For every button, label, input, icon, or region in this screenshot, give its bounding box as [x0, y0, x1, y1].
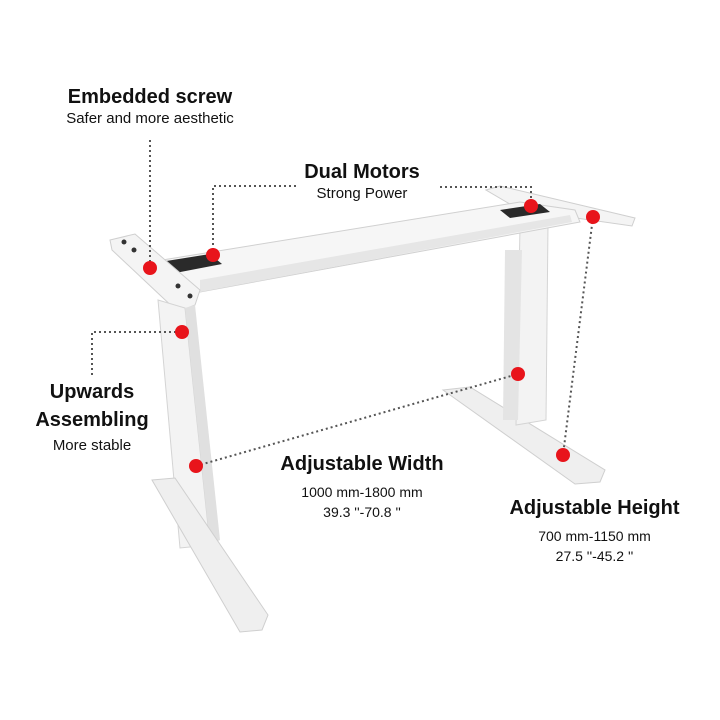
- upwards-assembling-title-1: Upwards: [49, 381, 135, 403]
- leader-adjustable-height: [562, 216, 594, 456]
- marker-width-left: [189, 459, 203, 473]
- adjustable-height-range-mm: 700 mm-1150 mm: [538, 528, 651, 544]
- embedded-screw-title: Embedded screw: [67, 86, 233, 108]
- marker-upwards-assembling: [175, 325, 189, 339]
- leader-adjustable-width: [195, 373, 519, 467]
- dual-motors-label: Dual Motors Strong Power: [282, 160, 442, 204]
- upwards-assembling-label: Upwards Assembling More stable: [22, 380, 162, 456]
- adjustable-width-title: Adjustable Width: [280, 453, 444, 475]
- adjustable-height-label: Adjustable Height 700 mm-1150 mm 27.5 ''…: [492, 496, 697, 566]
- left-foot: [151, 477, 269, 633]
- crossbeam-front: [200, 215, 572, 292]
- embedded-screw-subtitle: Safer and more aesthetic: [66, 110, 234, 127]
- adjustable-width-range-in: 39.3 ''-70.8 '': [323, 504, 401, 520]
- marker-width-right: [511, 367, 525, 381]
- upwards-assembling-title-2: Assembling: [35, 409, 149, 431]
- adjustable-height-title: Adjustable Height: [509, 497, 680, 519]
- leader-dual-motor-right: [440, 186, 532, 206]
- dual-motors-subtitle: Strong Power: [316, 185, 408, 202]
- adjustable-width-label: Adjustable Width 1000 mm-1800 mm 39.3 ''…: [262, 452, 462, 522]
- left-leg-side: [185, 305, 220, 545]
- marker-embedded-screw: [143, 261, 157, 275]
- embedded-screw-label: Embedded screw Safer and more aesthetic: [40, 85, 260, 129]
- adjustable-width-range-mm: 1000 mm-1800 mm: [301, 484, 423, 500]
- marker-motor-right: [524, 199, 538, 213]
- adjustable-height-range-in: 27.5 ''-45.2 '': [555, 548, 634, 564]
- upwards-assembling-subtitle: More stable: [52, 437, 132, 454]
- marker-height-top: [586, 210, 600, 224]
- dual-motors-title: Dual Motors: [304, 161, 420, 183]
- marker-height-bottom: [556, 448, 570, 462]
- marker-motor-left: [206, 248, 220, 262]
